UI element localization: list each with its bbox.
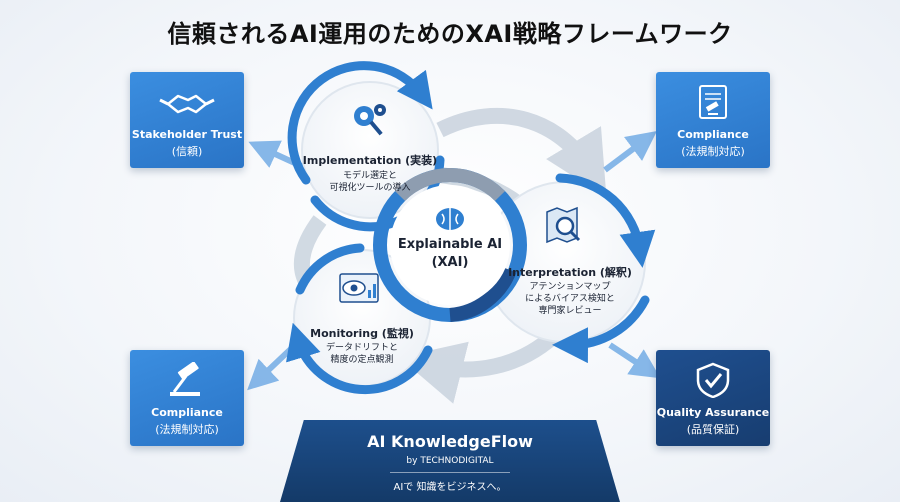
gray-arc-top [436,108,607,198]
map-magnifier-icon [546,206,581,244]
compliance-top-title: Compliance [677,128,749,141]
blue-arc-implementation [287,61,433,185]
stakeholder-trust-title: Stakeholder Trust [131,128,243,141]
quality-assurance-title: Quality Assurance [656,406,770,419]
center-title-main: Explainable AI [397,237,503,252]
center-ring-gray [395,167,505,202]
blue-arc-mon-upper [295,243,365,295]
gear-wrench-icon [354,104,386,136]
center-ring-dark [449,267,517,322]
brain-icon [436,208,464,230]
brand-by: by TECHNODIGITAL [406,456,494,466]
arrow-to-quality [608,342,661,379]
brand-tagline: AIで 知識をビジネスへ。 [393,482,507,493]
interpretation-title: Interpretation (解釈) [508,266,632,279]
document-gavel-icon [699,85,727,119]
implementation-desc-1: モデル選定と [342,171,397,181]
monitoring-desc-2: 精度の定点観測 [330,355,394,365]
compliance-top-box: Compliance (法規制対応) [656,72,770,168]
center-title-sub: (XAI) [431,255,469,270]
handshake-icon [159,94,215,114]
brand-divider [390,472,510,473]
monitoring-desc-1: データドリフトと [325,343,398,353]
brand-name: AI KnowledgeFlow [367,432,533,451]
interpretation-desc-2: によるバイアス検知と [525,294,615,304]
compliance-bottom-box: Compliance (法規制対応) [130,350,244,446]
stakeholder-trust-subtitle: (信頼) [171,145,203,158]
gray-arc-bottom [398,324,566,404]
interpretation-desc-1: アテンションマップ [529,282,611,292]
shield-check-icon [696,362,730,398]
monitoring-title: Monitoring (監視) [310,327,414,340]
compliance-top-subtitle: (法規制対応) [681,145,745,158]
blue-arc-monitoring [286,322,433,395]
implementation-desc-2: 可視化ツールの導入 [329,183,411,193]
implementation-title: Implementation (実装) [302,154,438,167]
compliance-bottom-subtitle: (法規制対応) [155,423,219,436]
arrow-to-compliance-bottom [247,342,298,391]
eye-chart-icon [339,273,379,303]
center-disc [390,185,510,305]
blue-arc-interpretation [555,173,656,268]
brand-footer: AI KnowledgeFlow by TECHNODIGITAL AIで 知識… [280,420,620,502]
arrow-to-compliance-top [603,131,657,173]
quality-assurance-box: Quality Assurance (品質保証) [656,350,770,446]
compliance-bottom-title: Compliance [151,406,223,419]
stakeholder-trust-box: Stakeholder Trust (信頼) [130,72,244,168]
gavel-icon [170,362,200,396]
center-title: Explainable AI (XAI) [390,236,510,272]
page-title: 信頼されるAI運用のためのXAI戦略フレームワーク [167,20,733,48]
interpretation-desc-3: 専門家レビュー [538,306,602,316]
blue-arc-interp-lower [552,295,650,364]
quality-assurance-subtitle: (品質保証) [686,423,740,436]
